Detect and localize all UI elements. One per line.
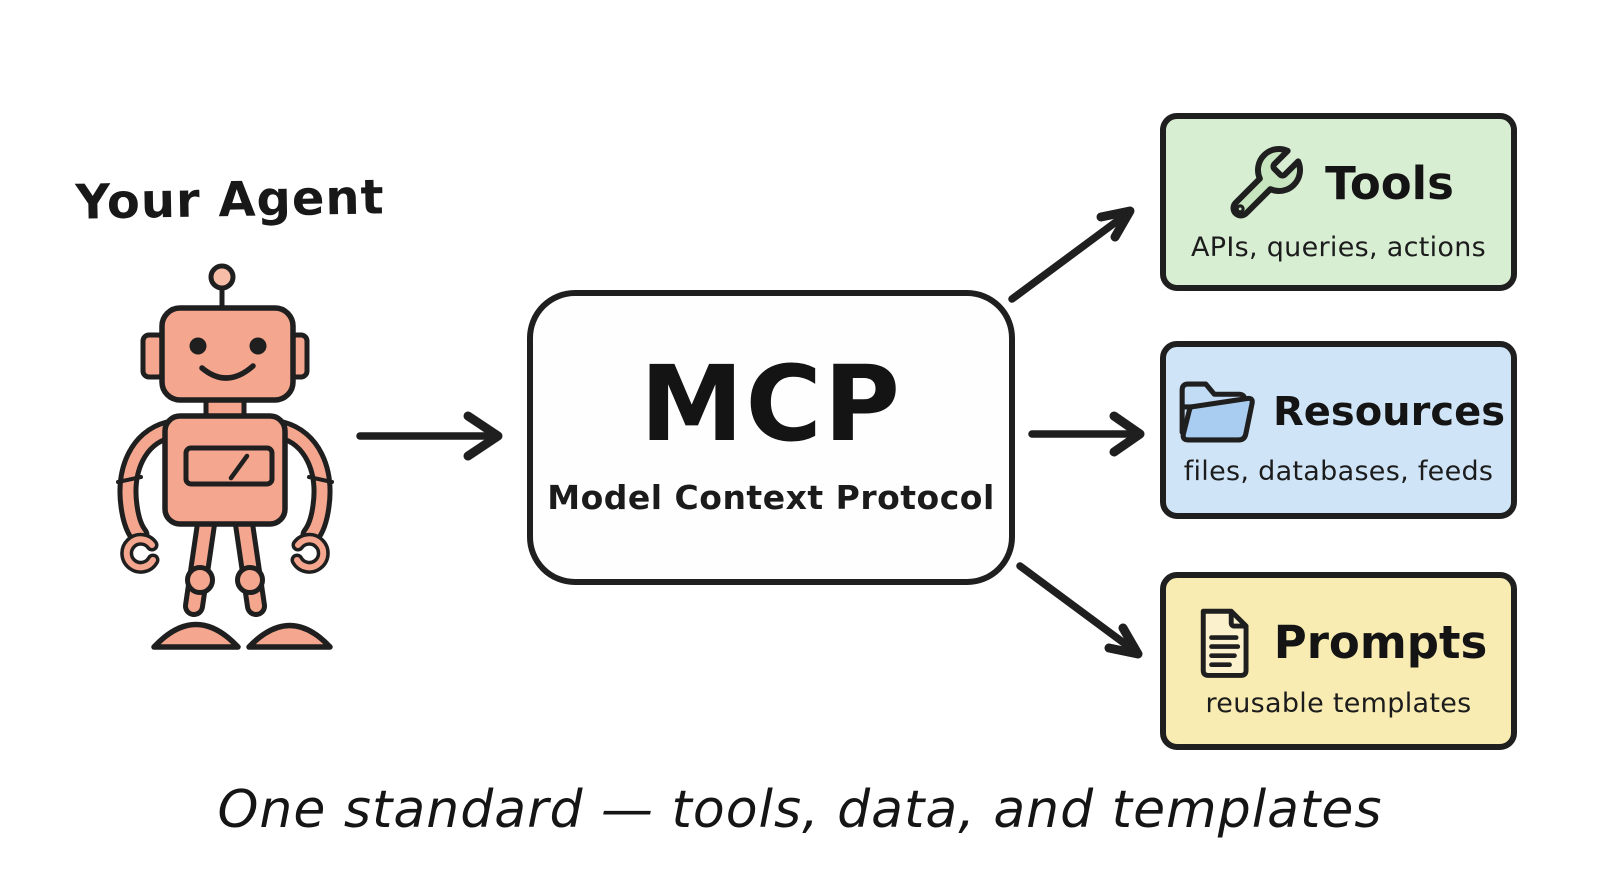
arrow-mcp-to-prompts-icon (1016, 562, 1143, 659)
agent-label: Your Agent (75, 169, 385, 231)
resources-card-header: Resources (1172, 374, 1505, 450)
wrench-icon (1230, 145, 1304, 218)
resources-card-subtitle: files, databases, feeds (1183, 455, 1494, 487)
prompts-card-subtitle: reusable templates (1205, 688, 1472, 719)
tools-card-subtitle: APIs, queries, actions (1190, 231, 1487, 263)
mcp-box: MCP Model Context Protocol (527, 290, 1015, 585)
tools-card-title: Tools (1325, 156, 1454, 210)
folder-icon (1179, 381, 1255, 442)
arrow-mcp-to-tools-icon (1008, 206, 1135, 303)
document-icon (1200, 608, 1249, 678)
prompts-card-title: Prompts (1273, 615, 1488, 669)
robot-icon (116, 263, 334, 650)
tools-card: Tools APIs, queries, actions (1160, 113, 1517, 291)
tools-card-header: Tools (1223, 142, 1454, 226)
caption: One standard — tools, data, and template… (217, 780, 1383, 840)
mcp-title: MCP (639, 343, 903, 465)
mcp-subtitle: Model Context Protocol (547, 478, 995, 517)
arrow-mcp-to-resources-icon (1028, 411, 1145, 457)
resources-card: Resources files, databases, feeds (1160, 341, 1517, 519)
arrow-agent-to-mcp-icon (356, 411, 503, 461)
prompts-card-header: Prompts (1190, 603, 1488, 682)
resources-card-title: Resources (1272, 388, 1506, 435)
prompts-card: Prompts reusable templates (1160, 572, 1517, 750)
